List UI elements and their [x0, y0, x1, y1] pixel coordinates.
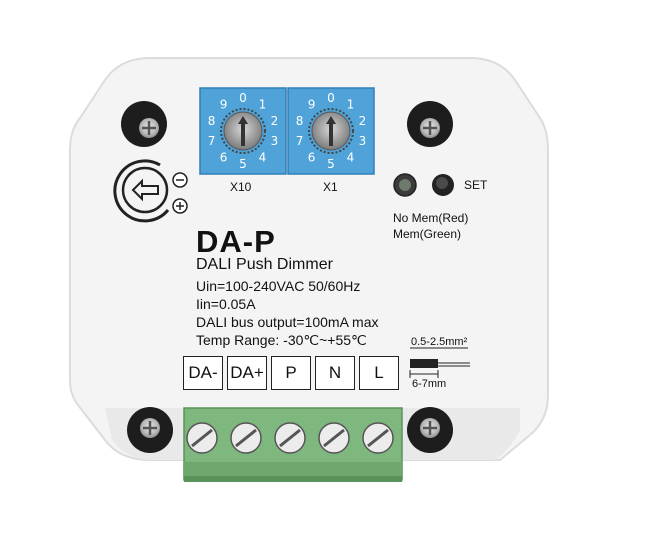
set-button-label: SET	[464, 178, 488, 192]
dial-digit: 9	[220, 97, 228, 111]
product-name: DALI Push Dimmer	[196, 256, 333, 273]
spec-line: Iin=0.05A	[196, 296, 256, 312]
dial-digit: 3	[271, 134, 279, 148]
indicator-label-red: No Mem(Red)	[393, 211, 469, 225]
terminal-label-da-minus: DA-	[183, 356, 223, 390]
dial-digit: 2	[271, 114, 279, 128]
mount-screw-top-left	[121, 101, 167, 147]
dial-digit: 0	[239, 91, 247, 105]
dial-digit: 7	[296, 134, 304, 148]
dial-digit: 8	[208, 114, 216, 128]
x10-label: X10	[230, 180, 252, 194]
terminal-label-da-plus: DA+	[227, 356, 267, 390]
terminal-label-l: L	[359, 356, 399, 390]
led-indicator	[393, 173, 417, 197]
terminal-screw-p[interactable]	[274, 422, 306, 454]
terminal-label-p: P	[271, 356, 311, 390]
spec-line: Temp Range: -30℃~+55℃	[196, 332, 367, 348]
terminal-screw-n[interactable]	[318, 422, 350, 454]
dial-digit: 1	[259, 97, 267, 111]
dial-digit: 3	[359, 134, 367, 148]
dial-digit: 7	[208, 134, 216, 148]
x1-label: X1	[323, 180, 338, 194]
indicator-label-green: Mem(Green)	[393, 227, 462, 241]
dial-digit: 4	[347, 151, 355, 165]
mount-screw-bottom-left	[127, 407, 173, 453]
mount-screw-bottom-right	[407, 407, 453, 453]
potentiometer-dial[interactable]	[113, 159, 170, 223]
dial-digit: 2	[359, 114, 367, 128]
dial-digit: 5	[327, 157, 335, 171]
dial-digit: 0	[327, 91, 335, 105]
spec-line: DALI bus output=100mA max	[196, 314, 379, 330]
mount-screw-top-right	[407, 101, 453, 147]
set-button[interactable]	[432, 174, 454, 196]
dial-digit: 5	[239, 157, 247, 171]
dial-digit: 8	[296, 114, 304, 128]
dial-digit: 6	[220, 151, 228, 165]
terminal-screw-da-minus[interactable]	[186, 422, 218, 454]
wire-strip-length-label: 6-7mm	[412, 378, 447, 390]
terminal-screw-l[interactable]	[362, 422, 394, 454]
spec-line: Uin=100-240VAC 50/60Hz	[196, 278, 361, 294]
model-name: DA-P	[196, 224, 276, 259]
plus-icon	[172, 198, 188, 214]
dial-digit: 6	[308, 151, 316, 165]
terminal-screw-da-minusplus[interactable]	[230, 422, 262, 454]
terminal-label-n: N	[315, 356, 355, 390]
minus-icon	[172, 172, 188, 188]
dial-digit: 4	[259, 151, 267, 165]
wire-strip-icon	[409, 347, 470, 378]
dial-digit: 1	[347, 97, 355, 111]
dial-digit: 9	[308, 97, 316, 111]
wire-cross-section-label: 0.5-2.5mm²	[411, 336, 468, 348]
